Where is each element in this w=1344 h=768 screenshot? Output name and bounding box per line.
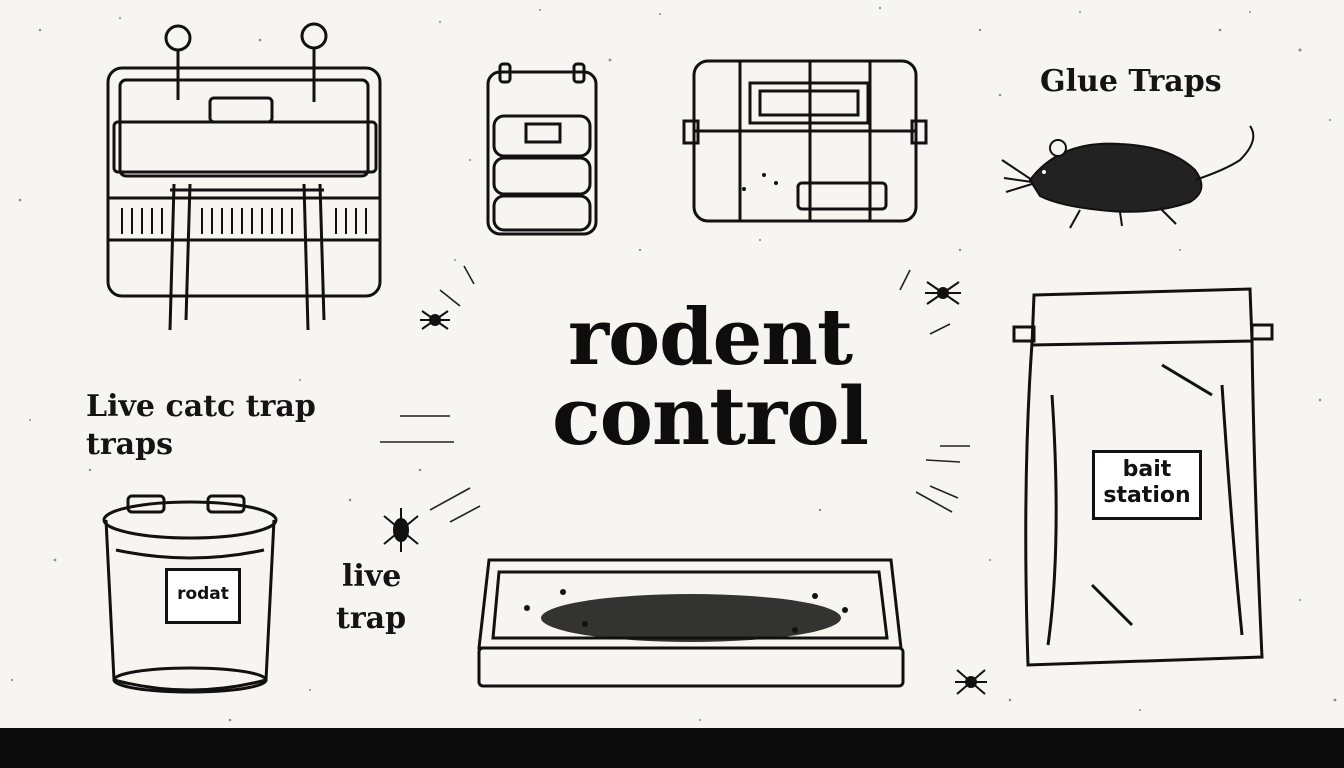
live-catch-line-1: Live catc trap [86,389,316,424]
title-line-2: control [551,369,869,463]
live-catch-line-2: traps [86,427,173,462]
spider-icon [955,669,987,695]
live-trap-line-1: live [342,559,402,594]
canister-tag: rodat [165,568,241,624]
live-trap-label: live trap [336,556,406,640]
canister-tag-text: rodat [177,584,229,604]
bait-station-tag: bait station [1092,450,1202,520]
title-burst-lines [380,265,970,523]
title-line-1: rodent [567,292,853,383]
paper-speckle-texture [10,6,1337,722]
spider-icon [420,310,450,330]
bait-tray-drawing [477,558,905,688]
rat-drawing [1001,125,1255,229]
live-catch-trap-label: Live catc trap traps [86,388,316,464]
bottom-black-bar [0,728,1344,768]
spider-icon [925,281,961,305]
canister-drawing [102,494,278,694]
box-trap-drawing [486,62,598,236]
bait-tag-line2: station [1103,483,1191,508]
illustration-canvas: bait station rodat [0,0,1344,728]
snap-trap-drawing [106,22,382,331]
glue-traps-label: Glue Traps [1040,64,1222,99]
live-trap-line-2: trap [336,601,407,636]
bait-tag-line1: bait [1122,457,1172,482]
page-title: rodent control [520,292,900,463]
cage-trap-drawing [682,59,928,223]
ant-icon [383,508,419,552]
bait-bag-drawing [1012,287,1274,667]
